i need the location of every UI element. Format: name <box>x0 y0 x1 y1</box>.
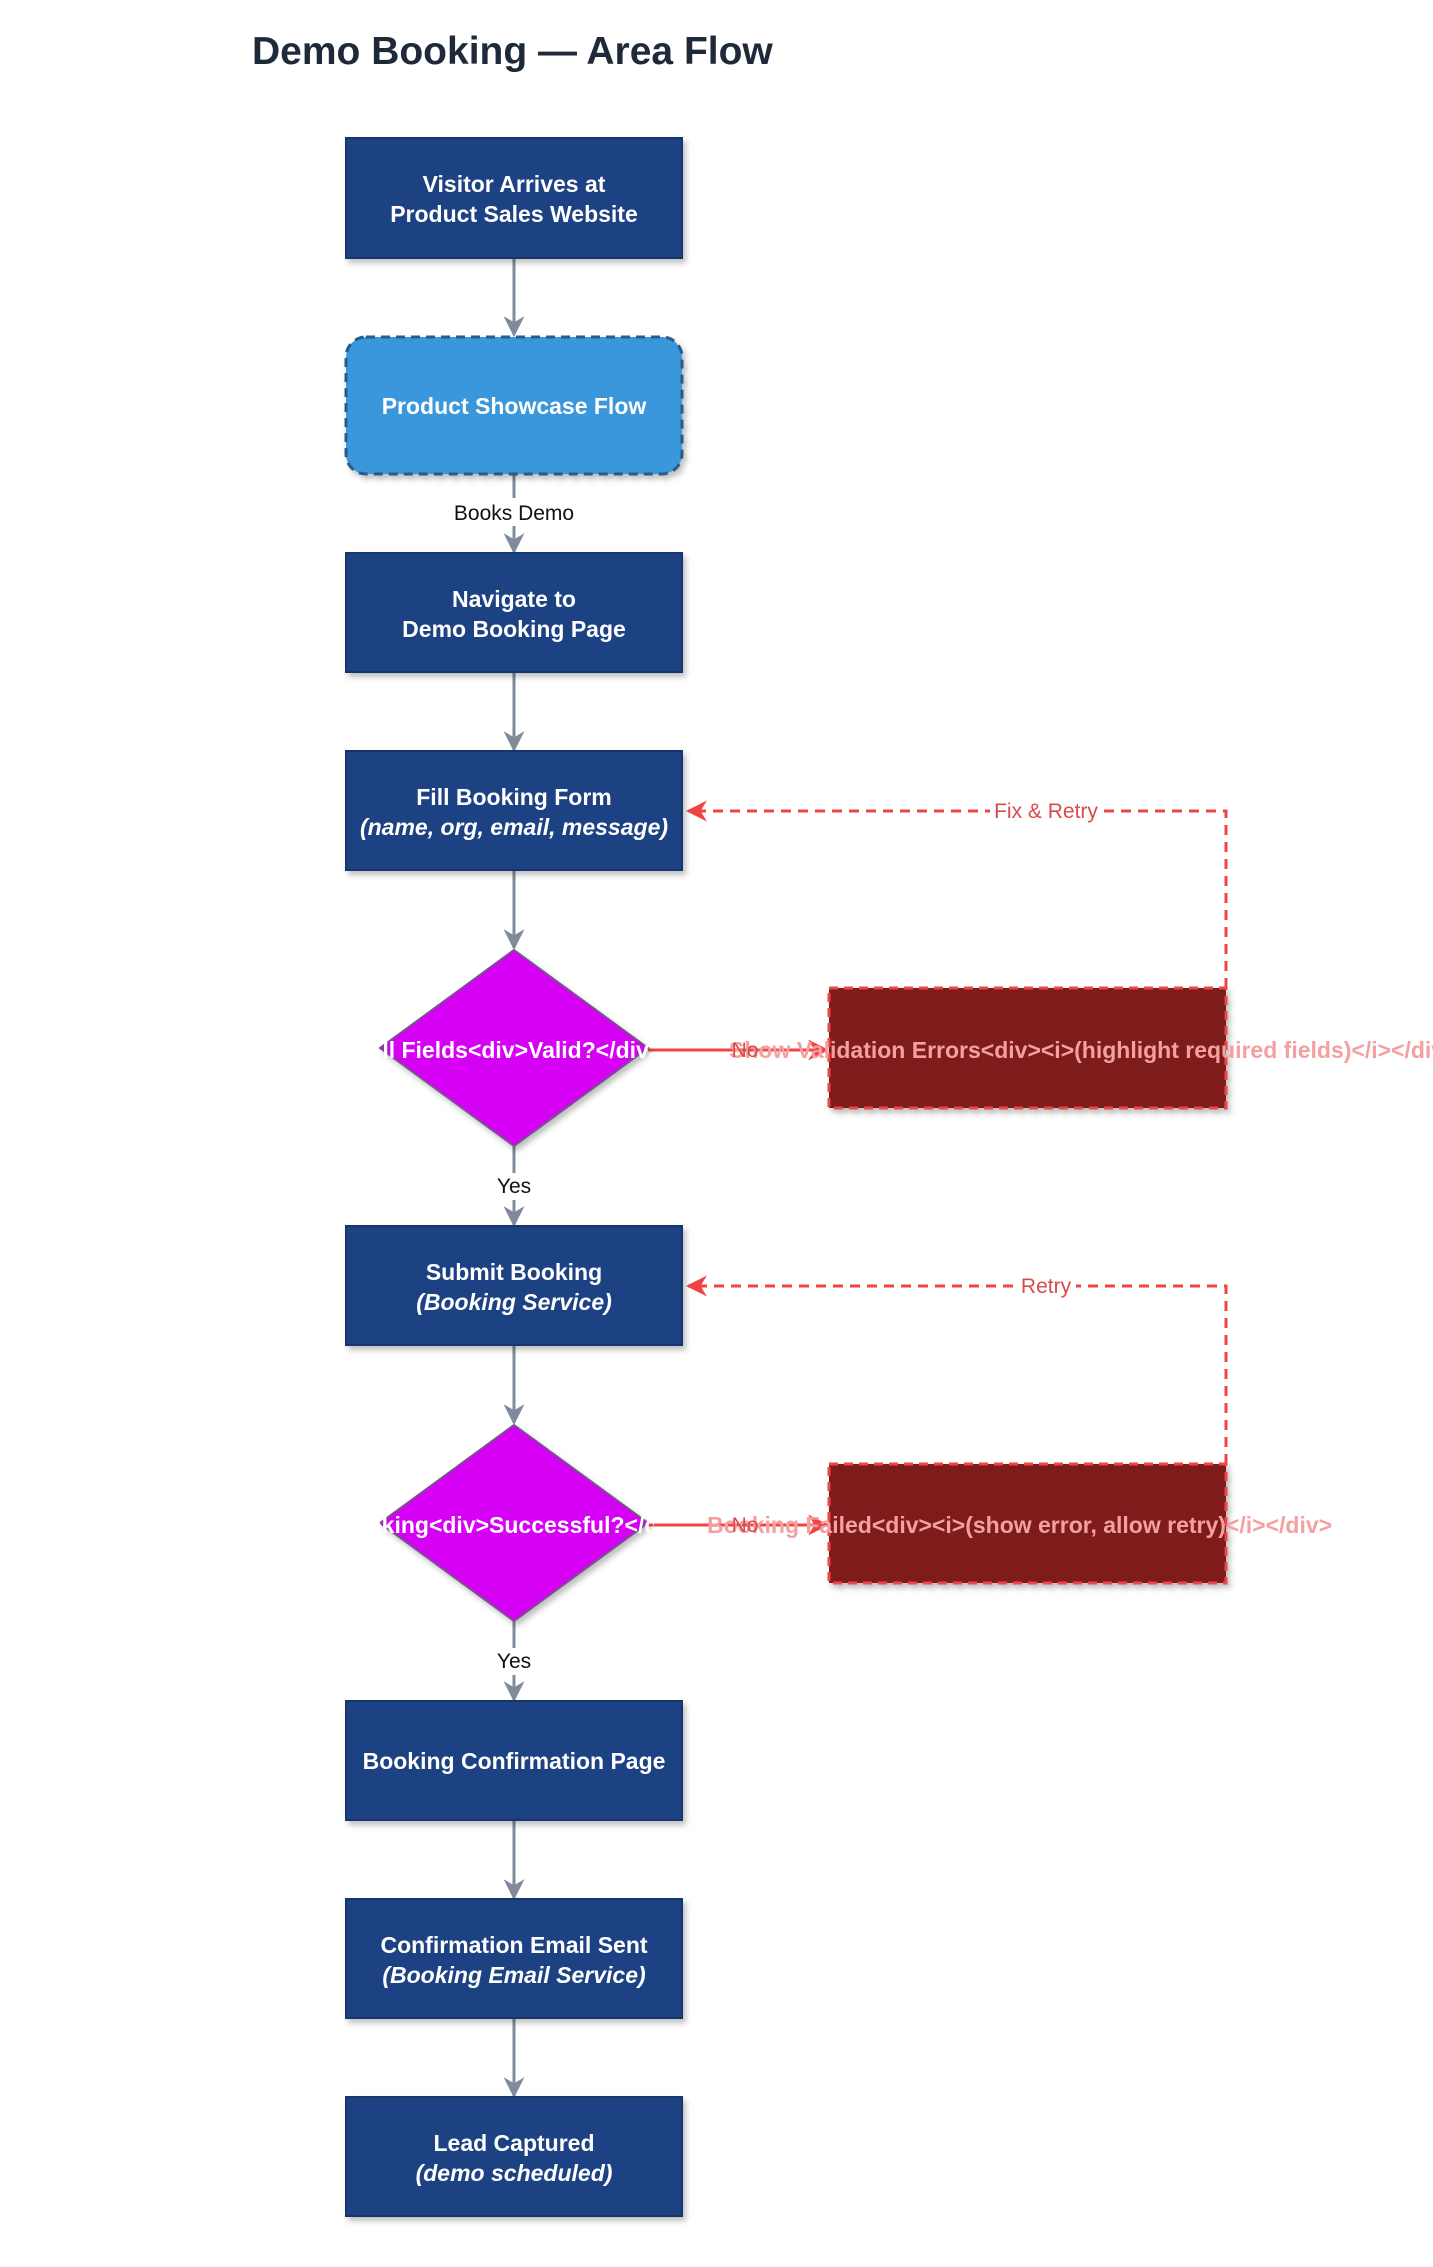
node-visitor-arrives-line2: Product Sales Website <box>390 201 638 227</box>
edge-label-yes-2: Yes <box>497 1650 531 1673</box>
node-visitor-arrives-line1: Visitor Arrives at <box>423 171 606 197</box>
node-product-showcase: Product Showcase Flow <box>344 335 684 476</box>
node-visitor-arrives: Visitor Arrives at Product Sales Website <box>345 137 683 259</box>
node-lead-captured-line2: (demo scheduled) <box>416 2160 613 2186</box>
edge-label-no-2: No <box>732 1514 759 1537</box>
node-booking-successful: Booking<div>Successful?</div> <box>337 1423 691 1623</box>
node-navigate-line1: Navigate to <box>452 586 576 612</box>
node-product-showcase-label: Product Showcase Flow <box>382 393 647 419</box>
node-booking-failed-label: Booking Failed<div><i>(show error, allow… <box>707 1512 1332 1538</box>
node-submit-line2: (Booking Service) <box>416 1289 612 1315</box>
node-confirmation-page: Booking Confirmation Page <box>345 1700 683 1821</box>
node-show-errors-label: Show Validation Errors<div><i>(highlight… <box>729 1037 1433 1063</box>
node-fields-valid-label: All Fields<div>Valid?</div> <box>366 1037 663 1063</box>
edge-label-retry: Retry <box>1021 1275 1072 1298</box>
node-email-sent-line2: (Booking Email Service) <box>382 1962 645 1988</box>
node-fill-form-line1: Fill Booking Form <box>416 784 612 810</box>
diagram-title: Demo Booking — Area Flow <box>252 30 773 73</box>
edge-label-no-1: No <box>732 1039 759 1062</box>
node-fill-form: Fill Booking Form (name, org, email, mes… <box>345 750 683 871</box>
node-submit-line1: Submit Booking <box>426 1259 602 1285</box>
node-fill-form-line2: (name, org, email, message) <box>360 814 668 840</box>
node-booking-successful-label: Booking<div>Successful?</div> <box>337 1512 691 1538</box>
node-show-errors: Show Validation Errors<div><i>(highlight… <box>729 986 1433 1110</box>
node-booking-failed: Booking Failed<div><i>(show error, allow… <box>707 1462 1332 1585</box>
node-submit: Submit Booking (Booking Service) <box>345 1225 683 1346</box>
edge-labels: Books Demo Yes No Fix & Retry Yes No Ret… <box>448 498 1102 1675</box>
edge-label-books-demo: Books Demo <box>454 502 574 525</box>
edge-retry <box>685 1275 1228 1464</box>
node-navigate-line2: Demo Booking Page <box>402 616 626 642</box>
edge-label-fix-retry: Fix & Retry <box>994 800 1098 823</box>
error-edges <box>648 800 1228 1536</box>
node-confirmation-page-label: Booking Confirmation Page <box>363 1748 666 1774</box>
node-lead-captured: Lead Captured (demo scheduled) <box>345 2096 683 2217</box>
edge-label-yes-1: Yes <box>497 1175 531 1198</box>
node-email-sent: Confirmation Email Sent (Booking Email S… <box>345 1898 683 2019</box>
node-fields-valid: All Fields<div>Valid?</div> <box>366 948 663 1148</box>
node-lead-captured-line1: Lead Captured <box>433 2130 594 2156</box>
node-navigate: Navigate to Demo Booking Page <box>345 552 683 673</box>
node-email-sent-line1: Confirmation Email Sent <box>380 1932 647 1958</box>
edge-fix-retry <box>685 800 1228 988</box>
